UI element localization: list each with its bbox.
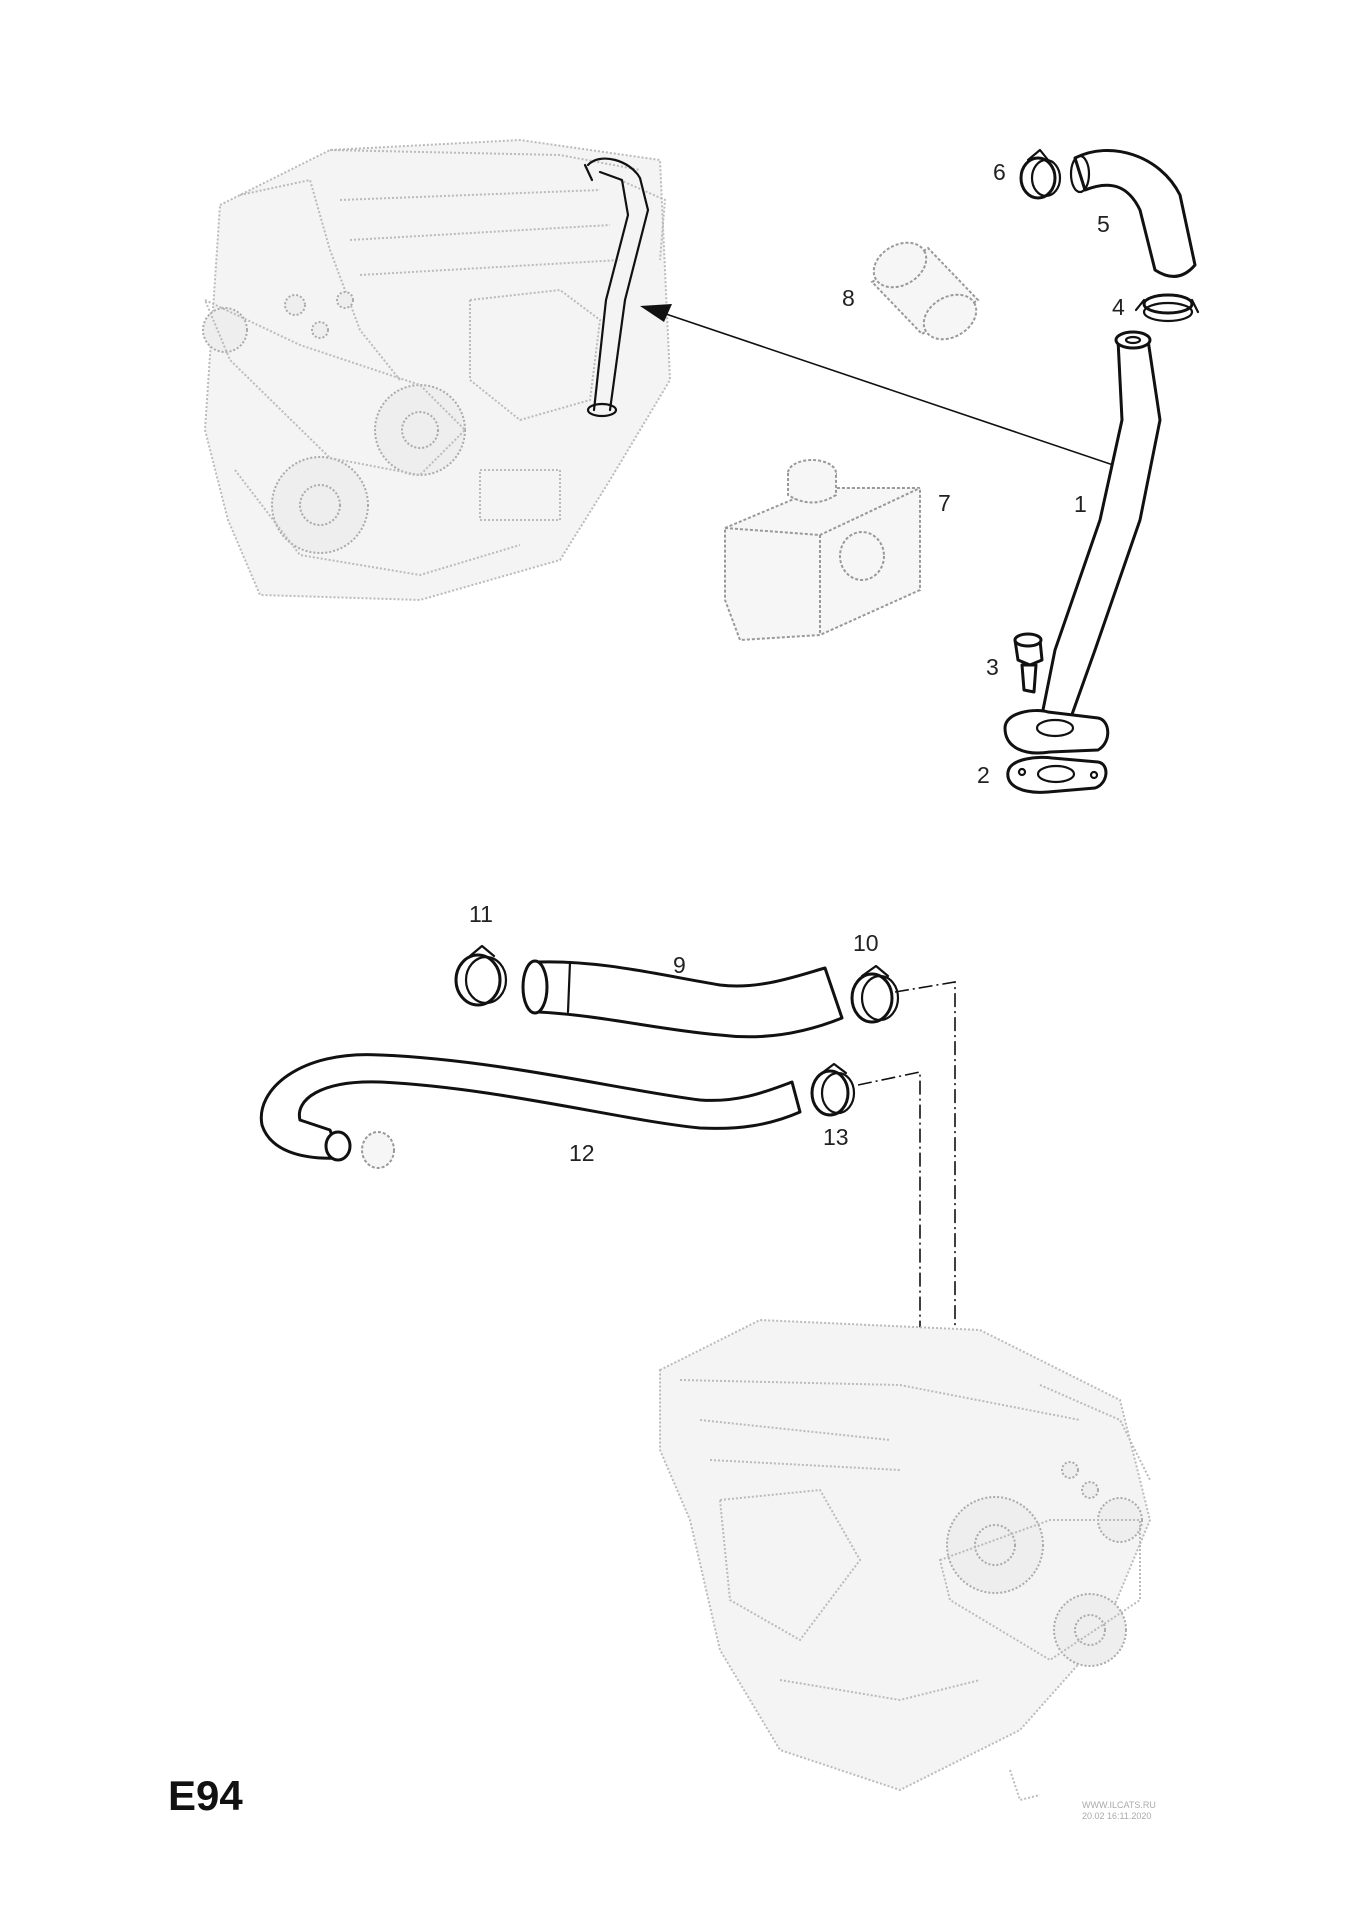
- alignment-lines: [857, 981, 956, 1385]
- bolt-part-3: [1013, 632, 1044, 694]
- callout-7: 7: [938, 490, 951, 516]
- hose-part-1: [1003, 330, 1162, 755]
- elbow-hose-part-5: [1069, 149, 1197, 278]
- callout-3: 3: [986, 654, 999, 680]
- callout-12: 12: [569, 1140, 595, 1166]
- clamp-part-6: [1019, 148, 1062, 200]
- callout-11: 11: [469, 901, 493, 927]
- callout-5: 5: [1097, 211, 1110, 237]
- clamp-part-11: [454, 944, 508, 1007]
- watermark-line: 20.02 16:11.2020: [1082, 1811, 1152, 1821]
- installed-hose-upper: [583, 157, 650, 418]
- engine-upper: [202, 138, 672, 602]
- gasket-part-2: [1006, 755, 1108, 794]
- callout-13: 13: [823, 1124, 849, 1150]
- callout-8: 8: [842, 285, 855, 311]
- install-arrow: [640, 304, 1129, 471]
- engine-lower: [659, 1318, 1152, 1802]
- clamp-part-4: [1134, 293, 1200, 323]
- watermark: WWW.ILCATS.RU 20.02 16:11.2020: [1082, 1800, 1156, 1822]
- page-code: E94: [168, 1772, 243, 1819]
- callout-9: 9: [673, 952, 686, 978]
- reservoir-part-7: [724, 459, 921, 642]
- callout-6: 6: [993, 159, 1006, 185]
- clamp-part-13: [810, 1062, 856, 1117]
- clamp-hose-12-end: [361, 1131, 395, 1169]
- watermark-line: WWW.ILCATS.RU: [1082, 1800, 1156, 1810]
- callout-2: 2: [977, 762, 990, 788]
- hose-part-9: [521, 959, 844, 1039]
- callout-4: 4: [1112, 294, 1125, 320]
- sleeve-part-8: [870, 241, 980, 341]
- callout-1: 1: [1074, 491, 1087, 517]
- clamp-part-10: [850, 964, 900, 1024]
- hose-part-12: [259, 1053, 802, 1162]
- callout-10: 10: [853, 930, 879, 956]
